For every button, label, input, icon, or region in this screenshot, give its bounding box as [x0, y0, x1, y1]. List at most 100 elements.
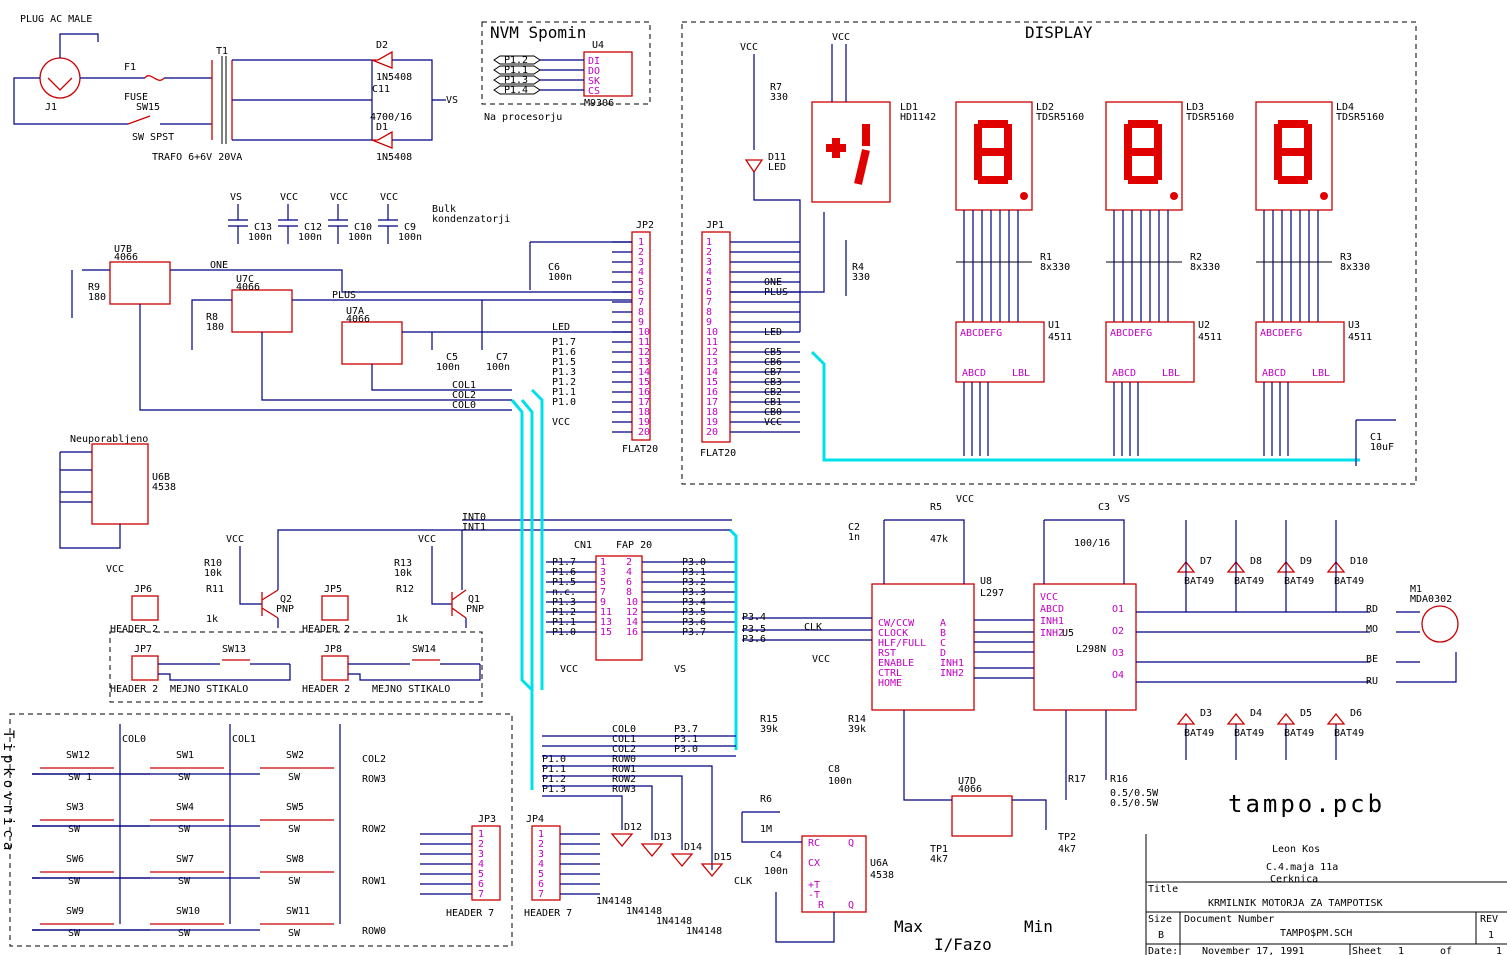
r10-label: R10 [204, 558, 222, 569]
key-label: SW 1 [68, 772, 92, 783]
cn1-left-pin: 9 [600, 597, 606, 608]
jp4-pin-number: 1 [538, 829, 544, 840]
net-col1: COL1 [232, 734, 256, 745]
jp8-value: HEADER 2 [302, 684, 350, 695]
jp1-pin-number: 4 [706, 267, 712, 278]
cn1-left-net: P1.0 [552, 627, 576, 638]
jp2-pin-number: 6 [638, 287, 644, 298]
jp2-pin-number: 2 [638, 247, 644, 258]
jp1-pin-net: LED [764, 327, 782, 338]
jp2-pin-number: 20 [638, 427, 650, 438]
jp1-pin-number: 11 [706, 337, 718, 348]
jp1-pin-number: 3 [706, 257, 712, 268]
c7-value: 100n [486, 362, 510, 373]
j1-label: J1 [45, 102, 57, 113]
ld1-plus-segment [826, 138, 846, 158]
bulk-cap-symbol [378, 204, 398, 244]
jp2-pin-number: 12 [638, 347, 650, 358]
r4-value: 330 [852, 272, 870, 283]
u7c-value: 4066 [236, 282, 260, 293]
jp1-pin-number: 8 [706, 307, 712, 318]
digit-segments [1274, 120, 1312, 184]
u8-pin: RST [878, 648, 896, 659]
c2-label: C2 [848, 522, 860, 533]
u7b-label: U7B [114, 244, 132, 255]
jp1-pin-number: 2 [706, 247, 712, 258]
digit-dp [1320, 192, 1328, 200]
r7-vcc: VCC [740, 42, 758, 53]
bulk-cap-vcc: VCC [330, 192, 348, 203]
jp2-value: FLAT20 [622, 444, 658, 455]
c1-value: 10uF [1370, 442, 1394, 453]
jp1-pin-number: 1 [706, 237, 712, 248]
net-p11-b: P1.1 [542, 764, 566, 775]
cn1-vcc: VCC [560, 664, 578, 675]
jp3-pin-number: 1 [478, 829, 484, 840]
bulk-label2: kondenzatorji [432, 214, 510, 225]
jp7-body [131, 655, 159, 681]
digit-ld: LD4 [1336, 102, 1354, 113]
u5-body [1033, 583, 1137, 711]
u8-pin: HLF/FULL [878, 638, 926, 649]
net-p31: P3.1 [674, 734, 698, 745]
digit-rv: 8x330 [1040, 262, 1070, 273]
r8-value: 180 [206, 322, 224, 333]
decoder-u: U3 [1348, 320, 1360, 331]
bat49-value: BAT49 [1284, 728, 1314, 739]
tb-total: 1 [1496, 946, 1502, 955]
jp1-pin-net: ONE [764, 277, 782, 288]
nvm-note: Na procesorju [484, 112, 562, 123]
key-label: SW [68, 928, 81, 939]
net-col2-top: COL2 [452, 390, 476, 401]
u8-p35: P3.5 [742, 624, 766, 635]
cn1-body [595, 555, 643, 661]
svg-text:Q: Q [848, 838, 854, 849]
bulk-cap-symbol [228, 204, 248, 244]
r14-label: R14 [848, 714, 866, 725]
bat49-ref: D4 [1250, 708, 1262, 719]
net-row1: ROW1 [362, 876, 386, 887]
c11-label: C11 [372, 84, 390, 95]
net-row0: ROW0 [362, 926, 386, 937]
c8-value: 100n [828, 776, 852, 787]
u8-p36: P3.6 [742, 634, 766, 645]
u6b-label: U6B [152, 472, 170, 483]
jp2-pin-number: 9 [638, 317, 644, 328]
key-label: SW [288, 824, 301, 835]
d14-label: D14 [684, 842, 702, 853]
bat49-ref: D5 [1300, 708, 1312, 719]
tp2-label: TP2 [1058, 832, 1076, 843]
digit-dp [1020, 192, 1028, 200]
nvm-net-tags: P1.2P1.1P1.3P1.4 [493, 55, 584, 96]
q2-value: PNP [276, 604, 294, 615]
digit-body [955, 101, 1033, 211]
tb-size-label: Size [1148, 914, 1172, 925]
svg-text:RC: RC [808, 838, 820, 849]
display-group-box [681, 21, 1417, 485]
jp8-body [321, 655, 349, 681]
ac-plug-symbol [39, 57, 81, 99]
jp4-pin-number: 4 [538, 859, 544, 870]
bulk-cap-ref: C13 [254, 222, 272, 233]
bulk-cap-vcc: VCC [380, 192, 398, 203]
u8-out-pin: C [940, 638, 946, 649]
jp3-pin-number: 5 [478, 869, 484, 880]
net-row2-b: ROW2 [612, 774, 636, 785]
decoder-uv: 4511 [1198, 332, 1222, 343]
fuse-symbol [144, 75, 165, 81]
nvm-tag-label: P1.3 [504, 75, 528, 86]
net-col0-b: COL0 [612, 724, 636, 735]
jp6-body [131, 595, 159, 621]
jp7-mejno: MEJNO STIKALO [170, 684, 248, 695]
m1-label: M1 [1410, 584, 1422, 595]
key-ref: SW7 [176, 854, 194, 865]
c4-label: C4 [770, 850, 782, 861]
r6-value: 1M [760, 824, 772, 835]
net-led: LED [552, 322, 570, 333]
tb-date-label: Date: [1148, 946, 1178, 955]
bat49-ref: D10 [1350, 556, 1368, 567]
u4-cs: CS [588, 86, 600, 97]
bat49-symbol [1326, 712, 1346, 725]
bat49-value: BAT49 [1184, 576, 1214, 587]
jp2-pin-number: 16 [638, 387, 650, 398]
